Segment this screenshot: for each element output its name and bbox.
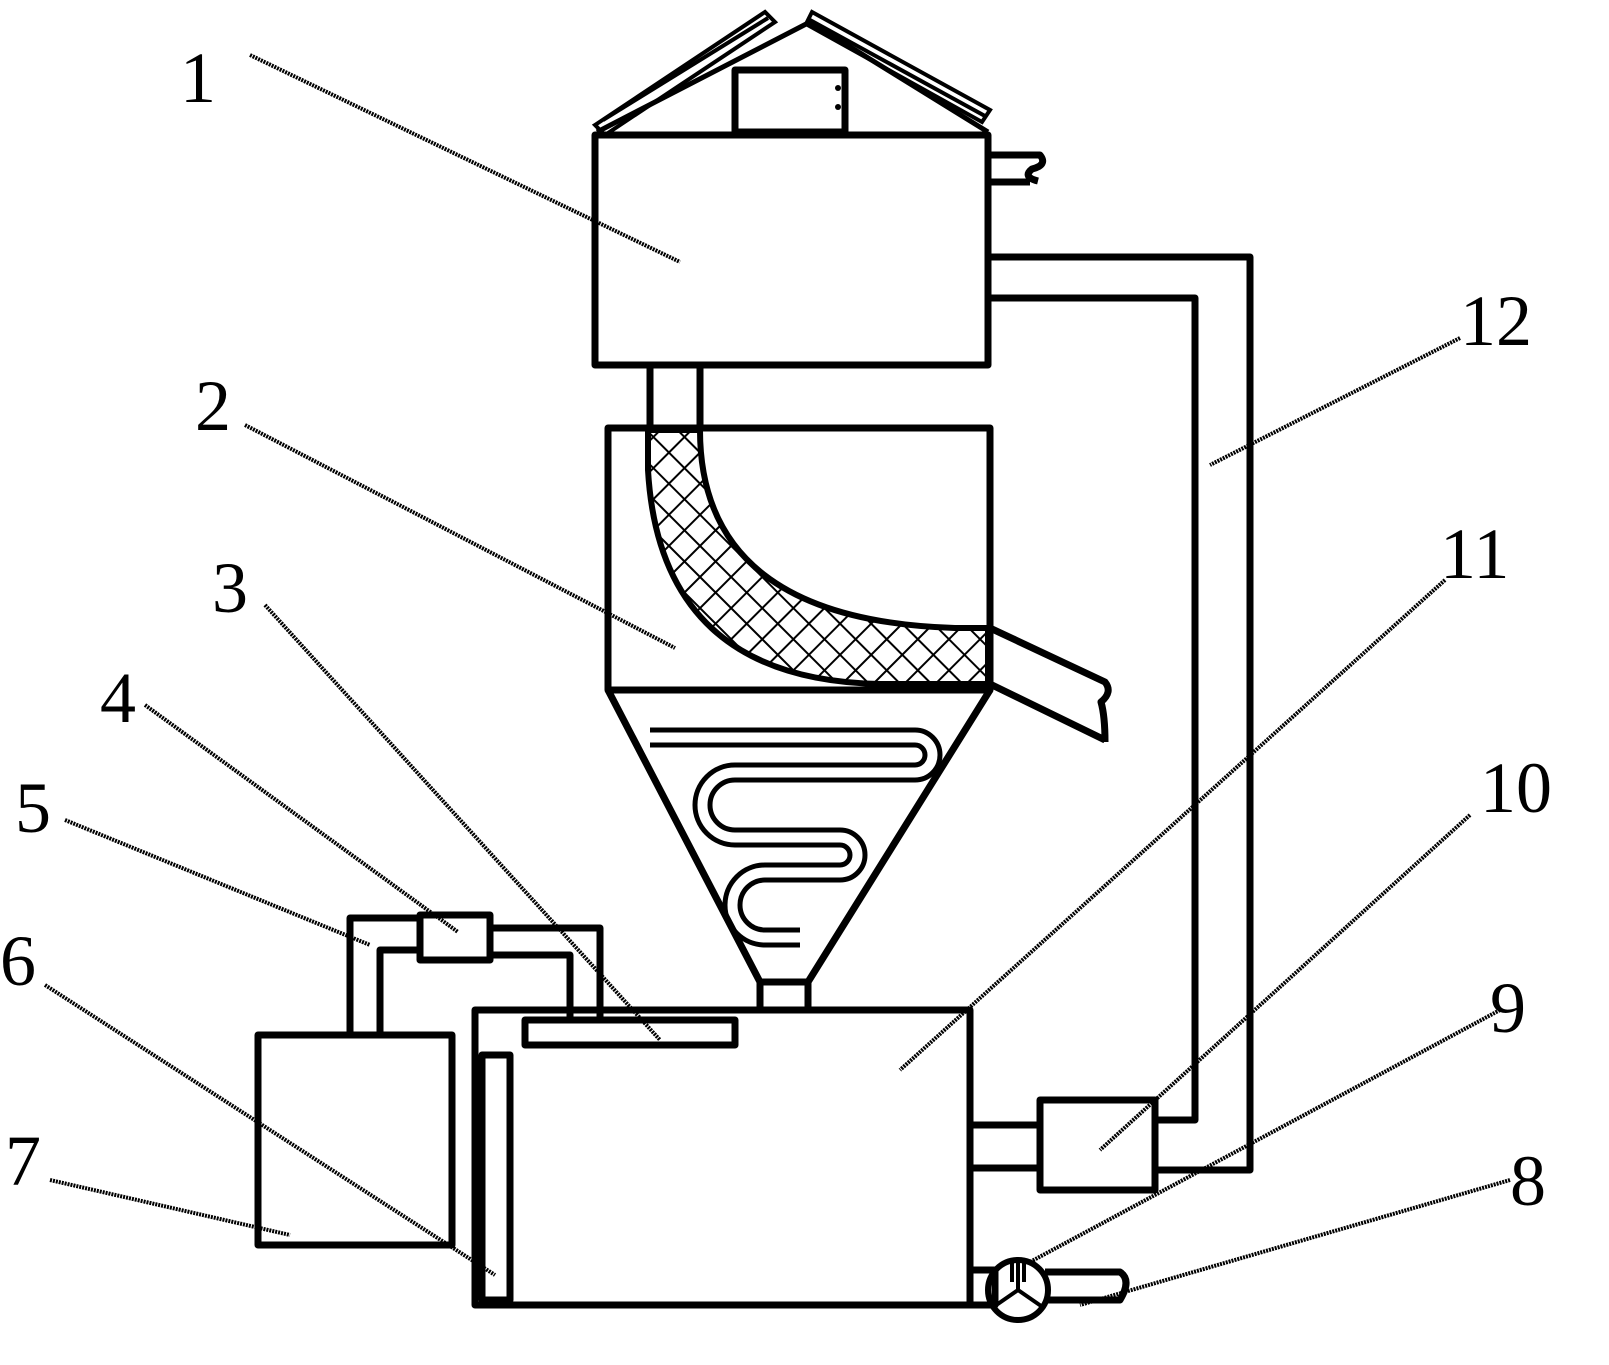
leader-lines bbox=[43, 53, 1511, 1307]
component-8-outlet bbox=[1045, 1268, 1130, 1304]
component-9-pump bbox=[985, 1257, 1051, 1323]
label-8: 8 bbox=[1510, 1141, 1546, 1221]
component-12-pipe bbox=[988, 253, 1254, 1174]
filter-mesh bbox=[645, 427, 991, 687]
label-4: 4 bbox=[100, 658, 136, 738]
component-5-pipe bbox=[346, 914, 420, 1035]
label-6: 6 bbox=[0, 921, 36, 1001]
label-12: 12 bbox=[1460, 281, 1532, 361]
component-2-outlet bbox=[988, 624, 1112, 744]
component-3-plate bbox=[521, 1016, 739, 1049]
label-2: 2 bbox=[195, 366, 231, 446]
component-11-tank bbox=[471, 1006, 974, 1309]
label-9: 9 bbox=[1490, 968, 1526, 1048]
condenser-cone bbox=[604, 688, 993, 986]
label-7: 7 bbox=[5, 1121, 41, 1201]
component-6-bar bbox=[478, 1051, 514, 1304]
control-box bbox=[731, 66, 849, 136]
component-2-box bbox=[604, 424, 994, 694]
label-1: 1 bbox=[180, 38, 216, 118]
component-7-box bbox=[254, 1031, 456, 1249]
serpentine-coil bbox=[650, 727, 943, 948]
component-4-pump bbox=[416, 911, 494, 964]
label-3: 3 bbox=[212, 548, 248, 628]
exhaust-outlet bbox=[988, 151, 1047, 186]
component-10-box bbox=[1036, 1096, 1159, 1194]
label-5: 5 bbox=[15, 768, 51, 848]
component-1-box bbox=[591, 131, 992, 369]
label-10: 10 bbox=[1480, 748, 1552, 828]
label-11: 11 bbox=[1440, 514, 1509, 594]
